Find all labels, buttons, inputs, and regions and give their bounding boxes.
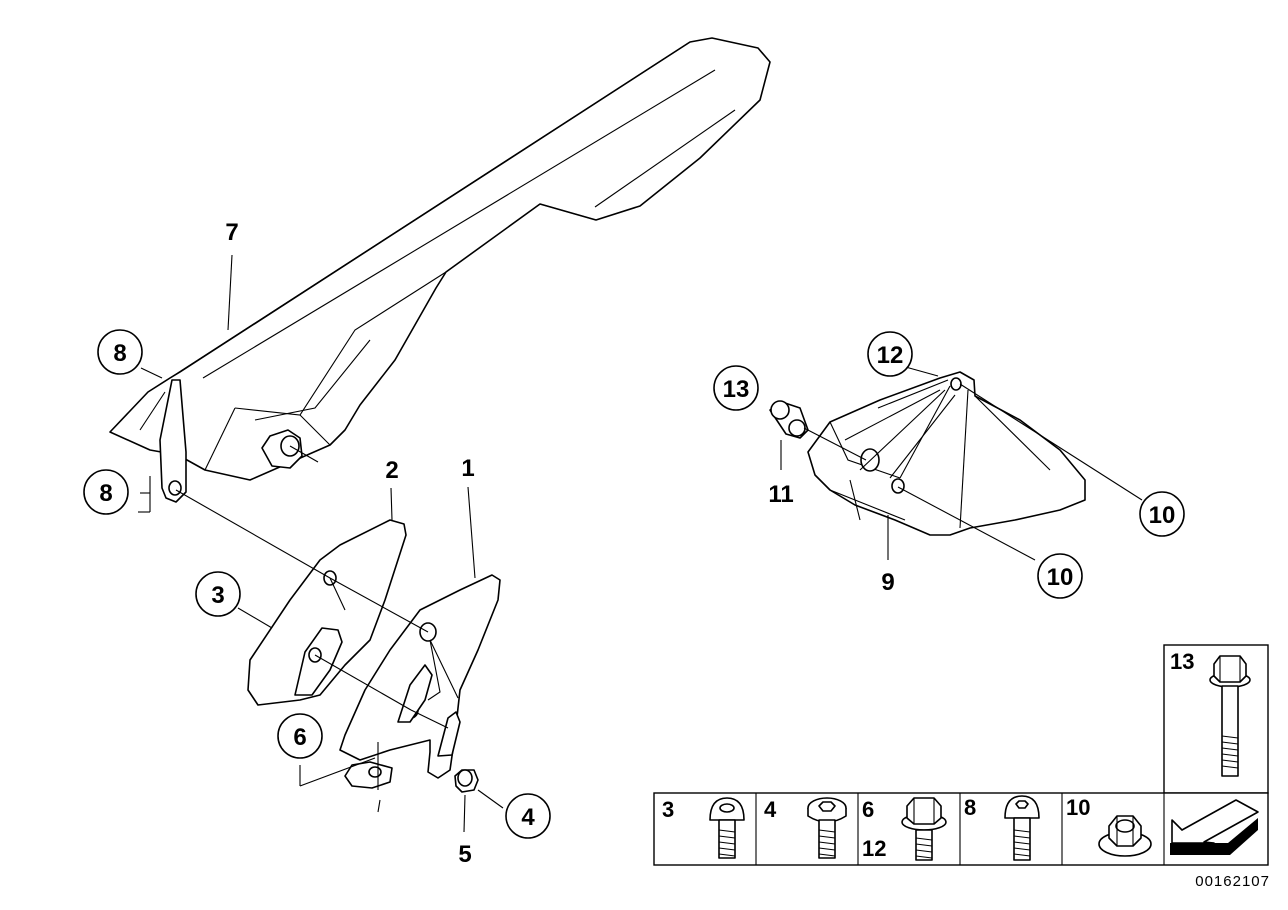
callout-6-circle <box>277 713 323 759</box>
callout-8-circle <box>83 469 129 515</box>
button-head-bolt-icon <box>1004 795 1040 861</box>
fastener-table: 3 4 6 12 8 10 13 <box>653 644 1269 866</box>
table-label-3: 3 <box>662 797 674 822</box>
callout-3: 3 <box>211 582 224 609</box>
callout-10b: 10 <box>1047 564 1074 591</box>
callout-13-circle <box>713 365 759 411</box>
direction-arrow-icon <box>1170 799 1259 855</box>
document-id: 00162107 <box>1195 873 1270 890</box>
table-label-8: 8 <box>964 795 976 820</box>
callout-9: 9 <box>881 569 894 596</box>
table-label-4: 4 <box>764 797 777 822</box>
leader-lines <box>138 254 1143 833</box>
hex-socket-flange-bolt-icon <box>807 797 847 859</box>
part-2-plate <box>247 519 407 706</box>
callout-8b: 8 <box>99 480 112 507</box>
callout-5: 5 <box>458 841 471 868</box>
callout-10-circle <box>1037 553 1083 599</box>
torx-button-head-bolt-icon <box>709 797 745 859</box>
table-label-10: 10 <box>1066 795 1090 820</box>
callout-4: 4 <box>521 804 535 831</box>
callout-10-circle <box>1139 491 1185 537</box>
long-hex-bolt-icon <box>1209 655 1251 777</box>
flange-nut-icon <box>1098 815 1152 857</box>
callouts: 7 8 8 2 1 3 6 4 5 13 12 11 9 10 10 <box>83 219 1185 868</box>
callout-12: 12 <box>877 342 904 369</box>
callout-8a: 8 <box>113 340 126 367</box>
callout-12-circle <box>867 331 913 377</box>
table-label-6: 6 <box>862 797 874 822</box>
part-13-bushing <box>769 400 809 439</box>
callout-1: 1 <box>461 455 474 482</box>
table-label-13: 13 <box>1170 649 1194 674</box>
hex-flange-bolt-icon <box>901 797 947 861</box>
callout-8-circle <box>97 329 143 375</box>
callout-7: 7 <box>225 219 238 246</box>
callout-3-circle <box>195 571 241 617</box>
part-7-chain-guard <box>109 37 771 503</box>
callout-13: 13 <box>723 376 750 403</box>
callout-6: 6 <box>293 724 306 751</box>
callout-10a: 10 <box>1149 502 1176 529</box>
callout-11: 11 <box>768 481 793 508</box>
callout-2: 2 <box>385 457 398 484</box>
part-9-guard <box>807 371 1086 536</box>
callout-4-circle <box>505 793 551 839</box>
table-label-12: 12 <box>862 836 886 861</box>
